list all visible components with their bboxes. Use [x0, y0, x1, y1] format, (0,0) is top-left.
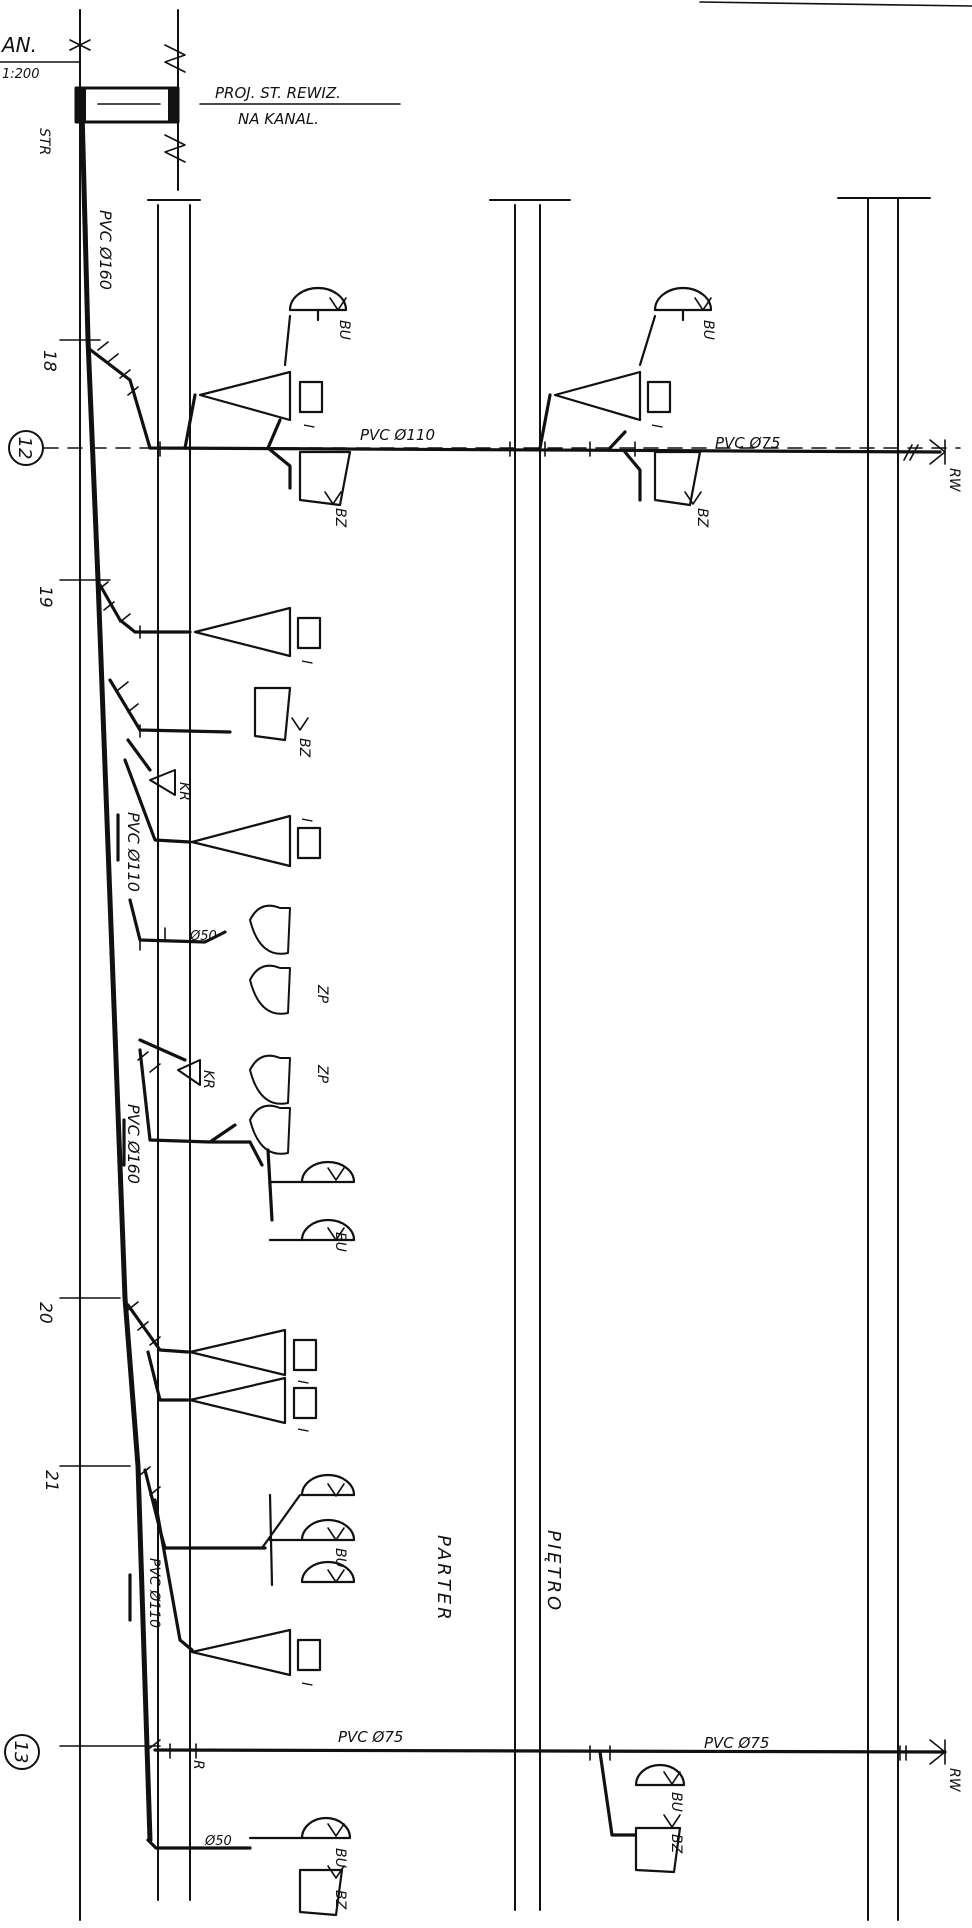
fixture-arrow-marks [291, 297, 712, 1879]
tick-21: 21 [41, 1470, 61, 1492]
tick-19: 19 [35, 586, 55, 608]
svg-text:R: R [190, 1760, 206, 1770]
branch-pipes [98, 583, 947, 1837]
svg-text:BU: BU [336, 320, 352, 340]
grid-ticks [59, 339, 131, 1467]
svg-text:BZ: BZ [332, 508, 348, 528]
label-main-lower: PVC Ø160 [124, 1104, 143, 1184]
bathtub-fixtures [253, 450, 702, 1917]
floor-drain-fixtures [149, 769, 201, 1086]
svg-text:I: I [298, 1682, 314, 1686]
fixture-labels: BU BU BZ BZ BZ KR KR ZP ZP BU BU BU BZ B… [176, 320, 962, 1910]
svg-text:ZP: ZP [314, 1064, 330, 1084]
svg-text:BZ: BZ [332, 1890, 348, 1910]
svg-text:I: I [294, 1428, 310, 1432]
svg-text:KR: KR [176, 782, 192, 801]
inspection-note-1: PROJ. ST. REWIZ. [215, 84, 341, 102]
washbasin-fixtures [248, 286, 713, 1840]
svg-text:BU: BU [332, 1548, 348, 1568]
axis-13-marker: 13 [4, 1734, 161, 1770]
title-frag-1: AN. [0, 33, 37, 57]
label-branch-mid: PVC Ø110 [124, 812, 143, 892]
main-collector-pipe [79, 107, 252, 1850]
urinal-fixtures [249, 904, 291, 1155]
pipe-tick-marks [97, 341, 907, 1761]
svg-text:KR: KR [200, 1070, 216, 1089]
svg-text:ZP: ZP [314, 984, 330, 1004]
label-riser-12-ground: PVC Ø110 [360, 426, 435, 444]
svg-text:BZ: BZ [296, 738, 312, 758]
label-riser-13-upper: PVC Ø75 [704, 1734, 769, 1752]
svg-text:I: I [298, 818, 314, 822]
svg-text:I: I [648, 424, 664, 428]
vent-axis-12 [903, 439, 946, 465]
svg-text:BZ: BZ [668, 1834, 684, 1854]
wc-fixtures [188, 370, 672, 1677]
svg-text:BU: BU [700, 320, 716, 340]
label-branch-low: PVC Ø110 [146, 1558, 162, 1628]
svg-text:BU: BU [668, 1792, 684, 1812]
svg-text:RW: RW [946, 1768, 962, 1793]
inspection-chamber [74, 86, 180, 124]
svg-text:I: I [300, 424, 316, 428]
wall-break-symbols [69, 39, 186, 163]
svg-text:I: I [298, 660, 314, 664]
vent-axis-13 [929, 1739, 946, 1765]
inspection-note-2: NA KANAL. [238, 110, 319, 128]
floor-label-ground: PARTER [433, 1535, 454, 1623]
label-main-upper: PVC Ø160 [96, 210, 115, 290]
svg-text:13: 13 [10, 1741, 31, 1764]
svg-text:RW: RW [946, 468, 962, 493]
svg-text:BZ: BZ [694, 508, 710, 528]
str-label: STR [36, 128, 52, 155]
flow-arrows [84, 223, 132, 1622]
label-small-50-a: Ø50 [189, 929, 217, 944]
label-riser-13-ground: PVC Ø75 [338, 1728, 403, 1746]
floor-label-upper: PIĘTRO [543, 1530, 564, 1613]
svg-text:BU: BU [332, 1232, 348, 1252]
label-riser-12-upper: PVC Ø75 [715, 434, 780, 452]
title-frag-2: 1:200 [2, 67, 39, 82]
svg-text:BU: BU [332, 1848, 348, 1868]
tick-18: 18 [39, 350, 59, 372]
tick-20: 20 [35, 1302, 55, 1324]
svg-text:12: 12 [14, 437, 35, 460]
svg-text:I: I [294, 1380, 310, 1384]
label-small-50-b: Ø50 [204, 1834, 232, 1849]
